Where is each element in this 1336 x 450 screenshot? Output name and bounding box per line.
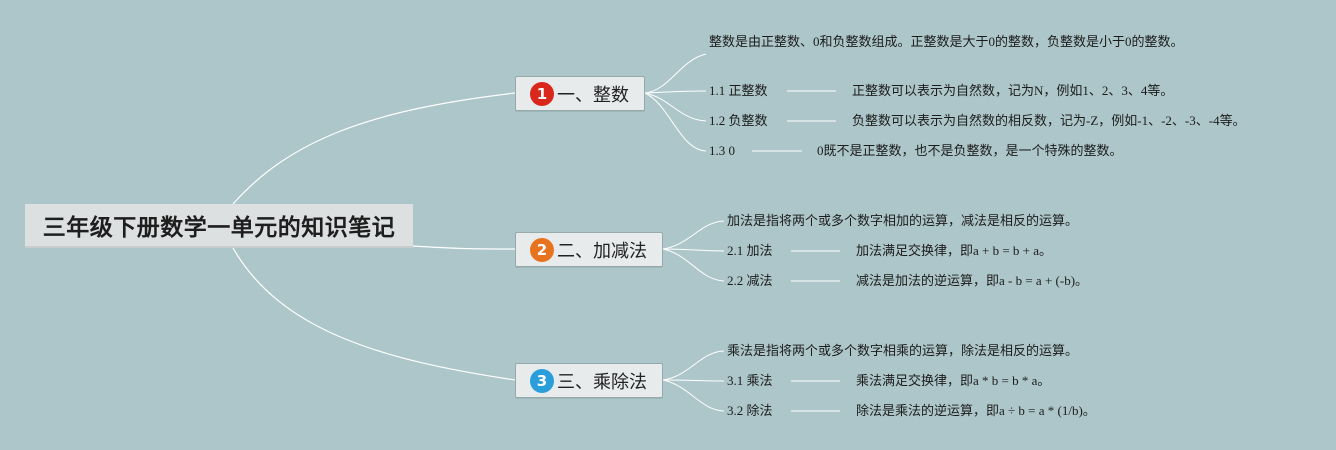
branch-label: 三、乘除法	[557, 371, 647, 393]
connector-b2-item2	[662, 248, 725, 282]
subtopic-detail-division: 除法是乘法的逆运算，即a ÷ b = a * (1/b)。	[856, 403, 1096, 418]
subtopic-label-positive-integers: 1.1 正整数	[709, 83, 768, 98]
subtopic-detail-multiplication: 乘法满足交换律，即a * b = b * a。	[856, 373, 1051, 388]
subtopic-detail-zero: 0既不是正整数，也不是负整数，是一个特殊的整数。	[817, 143, 1123, 158]
branch-label: 二、加减法	[557, 240, 647, 262]
definition-multiplication-division: 乘法是指将两个或多个数字相乘的运算，除法是相反的运算。	[727, 343, 1079, 358]
connector-b2-definition	[662, 220, 725, 250]
subtopic-label-zero: 1.3 0	[709, 143, 735, 158]
subtopic-label-addition: 2.1 加法	[727, 243, 773, 258]
number-badge-icon: 1	[530, 81, 554, 106]
connector-b3-item1	[662, 379, 725, 382]
connector-b3-definition	[662, 350, 725, 381]
connector-root-branch-3	[232, 247, 516, 381]
root-topic[interactable]: 三年级下册数学一单元的知识笔记	[25, 204, 413, 248]
subtopic-detail-subtraction: 减法是加法的逆运算，即a - b = a + (-b)。	[856, 273, 1089, 288]
connector-b1-definition	[644, 53, 707, 94]
definition-addition-subtraction: 加法是指将两个或多个数字相加的运算，减法是相反的运算。	[727, 213, 1079, 228]
subtopic-label-negative-integers: 1.2 负整数	[709, 113, 768, 128]
subtopic-detail-positive-integers: 正整数可以表示为自然数，记为N，例如1、2、3、4等。	[852, 83, 1174, 98]
branch-label: 一、整数	[557, 84, 629, 106]
root-title: 三年级下册数学一单元的知识笔记	[42, 215, 396, 241]
number-badge-icon: 3	[530, 368, 554, 393]
branch-topic-addition-subtraction[interactable]: 2 二、加减法	[515, 232, 663, 267]
subtopic-detail-negative-integers: 负整数可以表示为自然数的相反数，记为-Z，例如-1、-2、-3、-4等。	[852, 113, 1246, 128]
definition-integers: 整数是由正整数、0和负整数组成。正整数是大于0的整数，负整数是小于0的整数。	[709, 34, 1184, 49]
connector-b1-item2	[644, 92, 707, 122]
connector-b1-item1	[644, 90, 707, 94]
subtopic-label-multiplication: 3.1 乘法	[727, 373, 773, 388]
connector-root-branch-1	[232, 92, 516, 205]
branch-topic-multiplication-division[interactable]: 3 三、乘除法	[515, 363, 663, 398]
subtopic-detail-addition: 加法满足交换律，即a + b = b + a。	[856, 243, 1053, 258]
branch-topic-integers[interactable]: 1 一、整数	[515, 76, 645, 111]
connector-b1-item3	[644, 92, 707, 152]
subtopic-label-division: 3.2 除法	[727, 403, 773, 418]
subtopic-label-subtraction: 2.2 减法	[727, 273, 773, 288]
number-badge-icon: 2	[530, 237, 554, 262]
connector-b2-item1	[662, 248, 725, 252]
connector-b3-item2	[662, 379, 725, 412]
connector-root-branch-2	[412, 245, 516, 250]
